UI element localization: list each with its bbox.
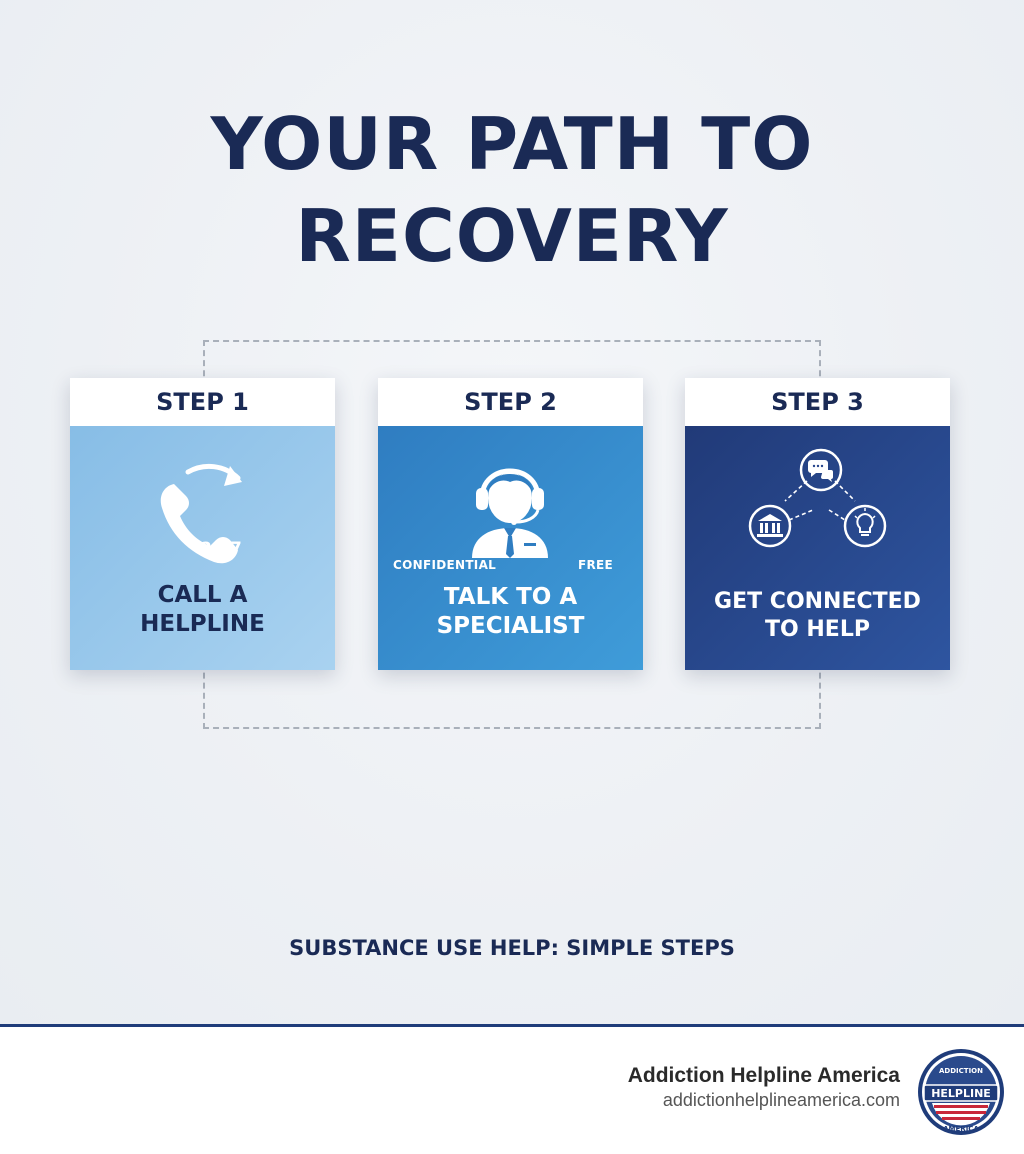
step-3-label: GET CONNECTED TO HELP — [685, 588, 950, 644]
step-3-card: STEP 3 — [685, 378, 950, 670]
step-2-label-line-2: SPECIALIST — [436, 613, 585, 639]
step-3-label-line-2: TO HELP — [765, 617, 870, 642]
headset-specialist-icon — [472, 468, 548, 558]
step-1-label: CALL A HELPLINE — [70, 581, 335, 639]
infographic-canvas: YOUR PATH TO RECOVERY STEP 1 24/7 CALL A… — [0, 0, 1024, 1024]
confidential-text: CONFIDENTIAL — [393, 558, 497, 572]
network-icon — [748, 448, 887, 548]
svg-text:AMERICA: AMERICA — [943, 1125, 979, 1133]
free-text: FREE — [578, 558, 614, 572]
step-3-body: GET CONNECTED TO HELP — [685, 426, 950, 670]
page-subtitle: SUBSTANCE USE HELP: SIMPLE STEPS — [289, 936, 735, 960]
step-1-label-line-1: CALL A — [157, 582, 248, 608]
footer — [0, 1024, 1024, 1154]
step-1-body: 24/7 CALL A HELPLINE — [70, 426, 335, 670]
helpline-america-logo[interactable]: HELPLINE ADDICTION AMERICA — [916, 1047, 1006, 1137]
step-2-label-line-1: TALK TO A — [443, 584, 578, 610]
step-1-label-line-2: HELPLINE — [140, 611, 265, 637]
brand-name[interactable]: Addiction Helpline America — [627, 1064, 900, 1087]
institution-node-icon — [748, 504, 792, 548]
phone-icon: 24/7 — [160, 463, 242, 564]
step-2-body: CONFIDENTIAL FREE TALK TO A SPECIALIST — [378, 426, 643, 670]
title-line-2: RECOVERY — [295, 194, 729, 278]
title-line-1: YOUR PATH TO — [210, 102, 814, 186]
step-2-card: STEP 2 CONFIDENTIAL FREE — [378, 378, 643, 670]
chat-node-icon — [799, 448, 843, 492]
step-3-label-line-1: GET CONNECTED — [714, 589, 921, 614]
step-3-header: STEP 3 — [685, 378, 950, 426]
brand-url-link[interactable]: addictionhelplineamerica.com — [662, 1090, 900, 1110]
svg-text:HELPLINE: HELPLINE — [931, 1087, 991, 1100]
page-title: YOUR PATH TO RECOVERY — [0, 98, 1024, 282]
step-1-card: STEP 1 24/7 CALL A HELPLINE — [70, 378, 335, 670]
svg-text:ADDICTION: ADDICTION — [939, 1067, 983, 1075]
step-2-header: STEP 2 — [378, 378, 643, 426]
lightbulb-node-icon — [843, 504, 887, 548]
step-1-icon-text: 24/7 — [200, 539, 242, 559]
step-2-label: TALK TO A SPECIALIST — [378, 583, 643, 641]
step-1-header: STEP 1 — [70, 378, 335, 426]
